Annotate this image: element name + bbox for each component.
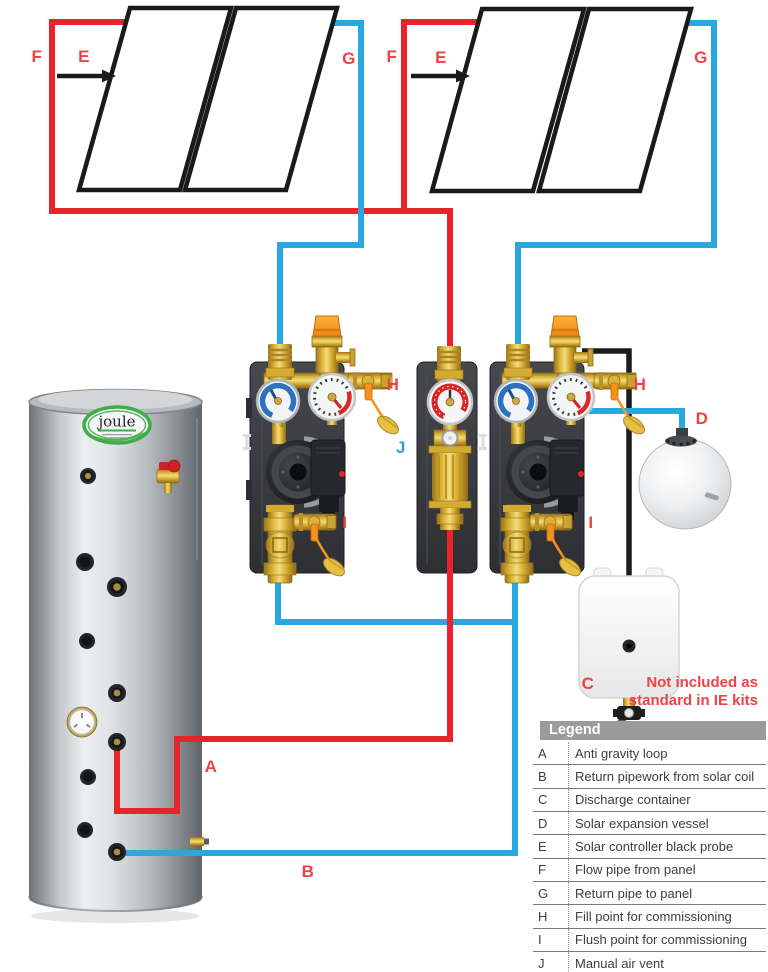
legend-row: E Solar controller black probe [533,835,766,859]
pressure-relief-valve [310,314,357,382]
label-fill-point-left: H [386,375,400,394]
legend-row: J Manual air vent [533,952,766,972]
cylinder-drain-spigot [190,837,209,846]
probe-arrow-right [411,69,470,83]
cylinder-ports [76,468,127,861]
solar-panel [536,6,694,194]
brand-text: joule [96,413,135,431]
legend-key: F [538,862,546,878]
label-probe-left: E [78,47,90,66]
label-flow-pipe-left: F [31,47,43,66]
legend-label: Discharge container [568,788,766,812]
label-manual-air-vent: J [396,438,406,457]
legend-key: D [538,815,548,831]
joule-logo: joule [82,405,152,445]
legend-label: Return pipe to panel [568,882,766,905]
label-fill-point-right: H [633,375,647,394]
legend-label: Solar expansion vessel [568,812,766,835]
legend-key: C [538,792,548,808]
discharge-pipe [582,348,632,585]
pipe-union [502,342,534,382]
label-return-pipe-left: G [342,49,356,68]
cylinder-thermostat [66,706,98,738]
label-discharge-container: C [581,674,595,693]
label-expansion-vessel: D [695,409,709,428]
solar-panel [182,5,340,193]
solar-panel-array-right [429,6,694,194]
pump-station-right [495,314,649,584]
legend-key: E [538,839,547,855]
cylinder-relief-valve [156,459,181,493]
label-probe-right: E [435,48,447,67]
legend-label: Solar controller black probe [568,835,766,858]
hot-water-cylinder: joule [28,388,209,923]
label-flush-point-left: I [342,513,348,532]
pipe-union [433,344,465,384]
mounting-clip [479,434,487,450]
valve-cap [369,396,403,439]
solar-expansion-vessel [638,428,732,530]
legend-row: A Anti gravity loop [533,742,766,766]
legend-rows: A Anti gravity loop B Return pipework fr… [533,742,766,972]
isolation-valve [263,504,297,584]
pipe-union [264,342,296,382]
legend-key: A [538,745,547,761]
legend-key: G [538,885,549,901]
note-line-1: Not included as [646,674,758,691]
ie-kits-note: Not included as standard in IE kits [608,674,758,710]
return-pipe-left-station-link [275,565,515,625]
isolation-valve [500,504,534,584]
solar-panel [429,6,587,194]
legend-row: C Discharge container [533,788,766,813]
legend-label: Return pipework from solar coil [568,765,766,788]
probe-arrow-left [57,69,116,83]
pump-station-left [257,314,403,584]
return-pipe-right-array [515,20,717,368]
flow-pipe-red-main [49,19,453,814]
legend-label: Flow pipe from panel [568,858,766,882]
legend-row: F Flow pipe from panel [533,858,766,883]
legend-row: G Return pipe to panel [533,882,766,906]
legend-row: H Fill point for commissioning [533,905,766,929]
legend-row: D Solar expansion vessel [533,812,766,836]
legend: Legend A Anti gravity loop B Return pipe… [533,721,766,972]
return-pipework-to-coil [117,570,518,856]
label-return-pipework: B [301,862,315,881]
valve-cap [615,396,649,439]
label-flow-pipe-right: F [386,47,398,66]
legend-header: Legend [540,721,766,740]
legend-label: Manual air vent [568,952,766,972]
legend-key: H [538,909,548,925]
manual-air-vent-assembly [428,344,472,531]
legend-label: Fill point for commissioning [568,905,766,928]
legend-row: B Return pipework from solar coil [533,765,766,789]
legend-key: I [538,932,542,948]
temperature-gauge-red [428,380,472,424]
label-flush-point-right: I [588,513,594,532]
legend-row: I Flush point for commissioning [533,928,766,953]
label-return-pipe-right: G [694,48,708,67]
label-anti-gravity-loop: A [204,757,218,776]
legend-key: B [538,769,547,785]
return-pipe-left-array [277,20,364,368]
legend-label: Flush point for commissioning [568,928,766,952]
legend-label: Anti gravity loop [568,742,766,765]
legend-key: J [538,955,545,971]
solar-panel [76,5,234,193]
flow-pipe-red-right-array [401,19,480,214]
discharge-container [578,567,680,726]
note-line-2: standard in IE kits [628,692,758,709]
solar-panel-array-left [76,5,340,193]
pressure-relief-valve [548,314,595,382]
